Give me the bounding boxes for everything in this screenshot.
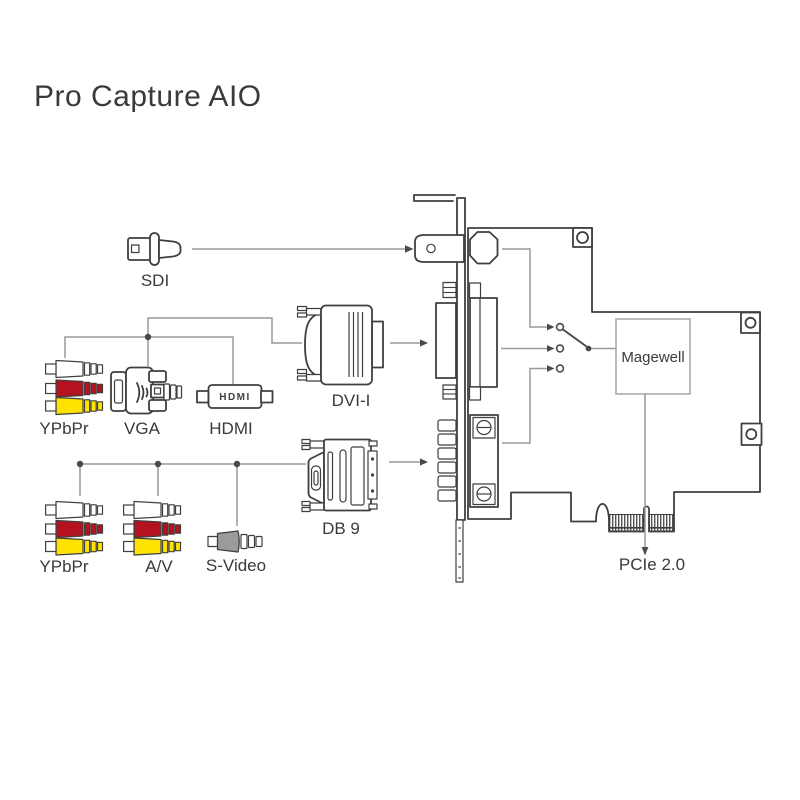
rca-plug-white bbox=[44, 359, 104, 379]
bracket-tail-ticks bbox=[458, 527, 461, 579]
lower-bus-lines bbox=[76, 460, 306, 526]
rca-plug-red bbox=[44, 519, 104, 539]
av-connector: A/V bbox=[122, 500, 182, 576]
ypbpr-top-connector: YPbPr bbox=[39, 359, 104, 438]
bracket-tail bbox=[455, 519, 464, 583]
stub-connector-lower bbox=[442, 384, 482, 401]
rca-plug-yellow bbox=[122, 537, 182, 556]
svideo-label: S-Video bbox=[206, 556, 266, 575]
dvi-thumbscrew-top bbox=[296, 305, 323, 318]
db9-connector: DB 9 bbox=[301, 438, 378, 538]
rca-plug-red bbox=[44, 379, 104, 398]
vga-pin-waves bbox=[136, 382, 149, 403]
bnc-port bbox=[414, 231, 499, 265]
stub-connector-upper bbox=[442, 281, 482, 299]
switch-contact-sdi bbox=[555, 322, 565, 332]
capture-card bbox=[467, 227, 763, 533]
sdi-label: SDI bbox=[141, 271, 169, 290]
switch-contact-dvi bbox=[555, 344, 565, 353]
rca-plug-red bbox=[122, 519, 182, 539]
magewell-chip: Magewell bbox=[615, 318, 691, 395]
dvi-label: DVI-I bbox=[332, 391, 371, 410]
signal-traces bbox=[501, 248, 555, 444]
svideo-connector: S-Video bbox=[206, 530, 266, 575]
mounting-hole-right-upper bbox=[740, 311, 761, 334]
rca-plug-yellow bbox=[44, 537, 104, 556]
hdmi-logo-text: HDMI bbox=[219, 392, 251, 403]
dvi-port bbox=[435, 297, 498, 388]
db9-port bbox=[437, 414, 499, 508]
pcie-label: PCIe 2.0 bbox=[619, 555, 685, 574]
ypbpr-top-label: YPbPr bbox=[39, 419, 88, 438]
card-pcb-outline bbox=[467, 227, 761, 533]
bracket-top-hook bbox=[413, 194, 456, 202]
mounting-hole-top bbox=[572, 227, 593, 248]
hdmi-label: HDMI bbox=[209, 419, 252, 438]
db9-label: DB 9 bbox=[322, 519, 360, 538]
dvi-body-lines bbox=[348, 312, 364, 377]
db9-thumbscrew-bottom bbox=[301, 500, 325, 513]
mounting-hole-right-lower bbox=[740, 422, 763, 446]
db9-jack-screw-top bbox=[472, 416, 496, 439]
card-ports bbox=[414, 231, 499, 508]
page-title: Pro Capture AIO bbox=[34, 80, 262, 113]
pcie-arrow bbox=[641, 394, 649, 556]
pcie-bracket bbox=[413, 194, 466, 583]
vga-label: VGA bbox=[124, 419, 161, 438]
pcie-edge-fingers bbox=[609, 514, 674, 532]
dvi-to-card-line bbox=[390, 339, 428, 347]
switch-lever bbox=[562, 328, 588, 348]
switch-contact-db9 bbox=[555, 364, 565, 373]
db9-thumbscrew-top bbox=[301, 438, 325, 451]
switch-pivot bbox=[585, 345, 592, 352]
upper-bus-lines bbox=[64, 317, 302, 384]
rca-plug-white bbox=[122, 500, 182, 520]
sdi-to-card-line bbox=[192, 245, 414, 253]
db9-port-ridges bbox=[437, 419, 457, 502]
db9-to-card-line bbox=[389, 458, 428, 466]
sdi-connector: SDI bbox=[127, 232, 182, 290]
ypbpr-bottom-label: YPbPr bbox=[39, 557, 88, 576]
dvi-connector: DVI-I bbox=[296, 304, 384, 410]
ypbpr-bottom-connector: YPbPr bbox=[39, 500, 104, 576]
input-switch bbox=[555, 322, 616, 373]
av-label: A/V bbox=[145, 557, 173, 576]
hdmi-connector: HDMI HDMI bbox=[196, 384, 274, 438]
chip-label: Magewell bbox=[621, 349, 684, 366]
vga-connector: VGA bbox=[110, 366, 183, 438]
rca-plug-yellow bbox=[44, 396, 104, 416]
db9-jack-screw-bottom bbox=[472, 483, 496, 506]
rca-plug-white bbox=[44, 500, 104, 520]
